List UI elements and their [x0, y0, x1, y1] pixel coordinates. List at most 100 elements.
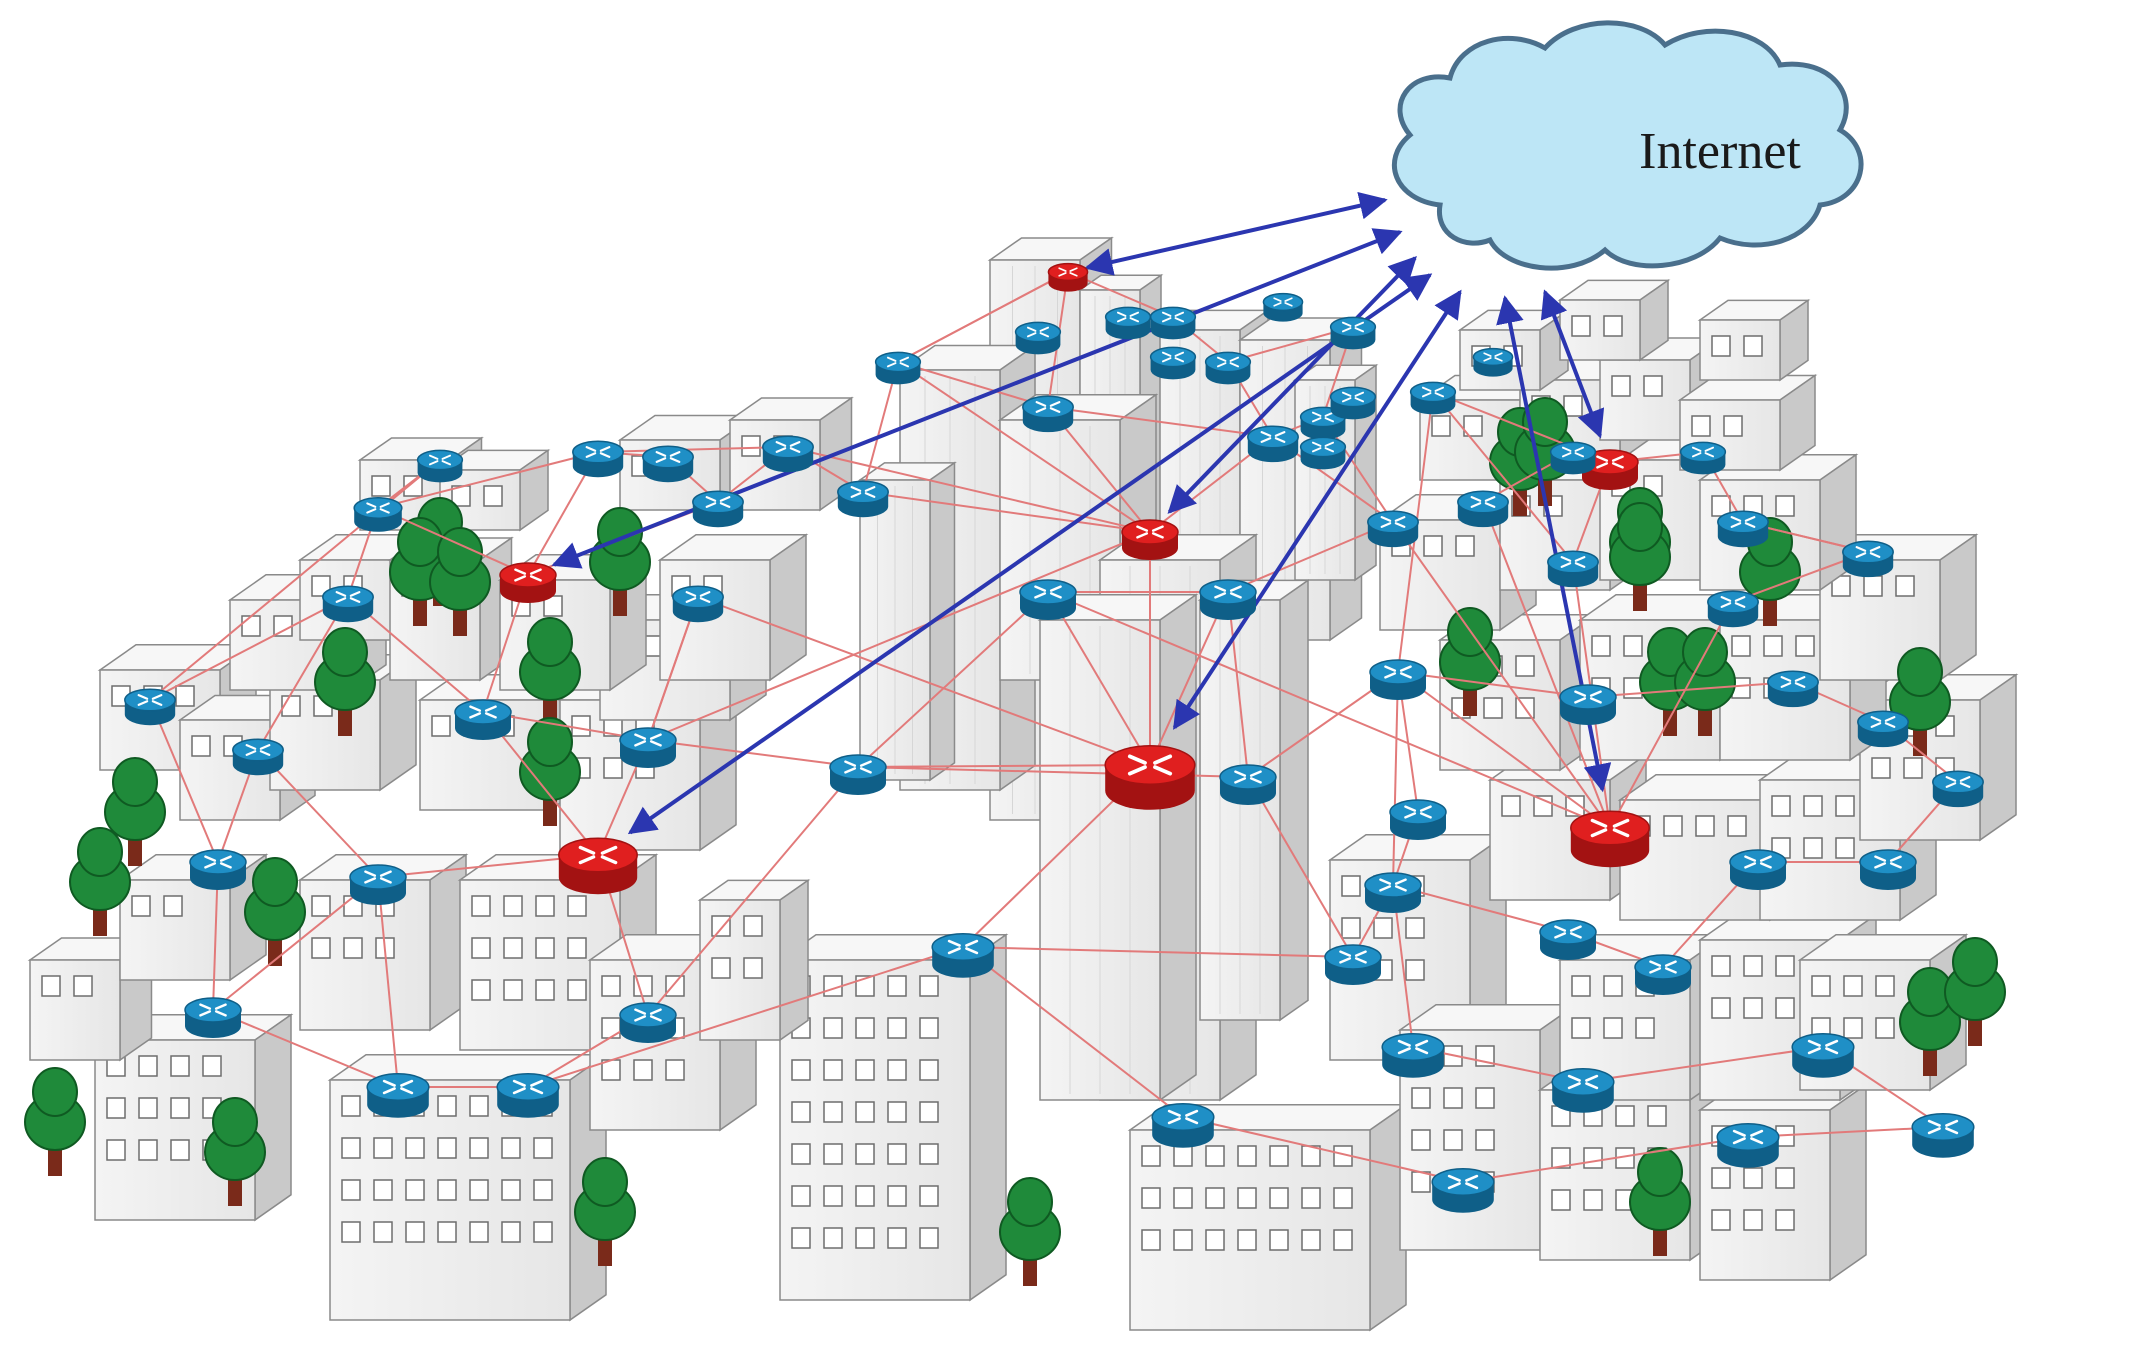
- mesh-router-icon: [189, 849, 247, 890]
- gateway-router-icon: [1581, 449, 1639, 490]
- internet-link-arrow: [1540, 289, 1605, 439]
- mesh-router-icon: [416, 449, 464, 483]
- cloud-icon: [1391, 20, 1864, 271]
- mesh-router-icon: [1262, 292, 1304, 322]
- tree-icon: [1629, 1147, 1691, 1256]
- gateway-router-icon: [1104, 745, 1196, 810]
- mesh-router-icon: [762, 435, 814, 473]
- internet-cloud: Internet: [1391, 20, 1864, 271]
- building: [1127, 1103, 1409, 1332]
- mesh-router-icon: [1431, 1168, 1495, 1213]
- mesh-router-icon: [1932, 770, 1984, 808]
- mesh-link: [149, 699, 219, 863]
- mesh-router-icon: [1457, 490, 1509, 528]
- mesh-link: [962, 946, 1354, 958]
- mesh-link: [257, 749, 379, 878]
- mesh-router-icon: [124, 688, 176, 726]
- mesh-router-icon: [1559, 684, 1617, 725]
- gateway-router-icon: [1047, 262, 1089, 292]
- mesh-router-icon: [1791, 1033, 1855, 1078]
- mesh-router-icon: [1767, 670, 1819, 708]
- building: [1677, 374, 1818, 472]
- mesh-router-icon: [1634, 954, 1692, 995]
- mesh-router-icon: [1539, 919, 1597, 960]
- buildings-layer: [27, 236, 2019, 1332]
- tree-icon: [519, 617, 581, 726]
- tree-icon: [999, 1177, 1061, 1286]
- mesh-router-icon: [349, 864, 407, 905]
- tree-icon: [1944, 937, 2006, 1046]
- mesh-link: [1609, 601, 1734, 829]
- mesh-router-icon: [1364, 872, 1422, 913]
- mesh-router-icon: [1219, 764, 1277, 805]
- tree-icon: [519, 717, 581, 826]
- routers-layer: [124, 262, 1984, 1213]
- gateway-router-icon: [1121, 519, 1179, 560]
- mesh-router-icon: [1716, 1123, 1780, 1168]
- mesh-router-icon: [1472, 347, 1514, 377]
- mesh-router-icon: [1729, 849, 1787, 890]
- mesh-router-icon: [1911, 1113, 1975, 1158]
- mesh-router-icon: [1014, 321, 1062, 355]
- mesh-router-icon: [1707, 590, 1759, 628]
- mesh-router-icon: [672, 585, 724, 623]
- mesh-link: [1462, 1136, 1749, 1183]
- internet-label: Internet: [1639, 123, 1801, 180]
- gateway-router-icon: [1570, 810, 1650, 868]
- mesh-router-icon: [1717, 510, 1769, 548]
- mesh-router-icon: [1299, 436, 1347, 470]
- building: [1817, 533, 1979, 682]
- mesh-router-icon: [184, 997, 242, 1038]
- mesh-link: [212, 876, 379, 1011]
- building: [697, 878, 811, 1042]
- mesh-router-icon: [1381, 1033, 1445, 1078]
- mesh-router-icon: [454, 699, 512, 740]
- mesh-router-icon: [829, 754, 887, 795]
- mesh-router-icon: [837, 480, 889, 518]
- mesh-router-icon: [1247, 425, 1299, 463]
- tree-icon: [1899, 967, 1961, 1076]
- mesh-router-icon: [1549, 441, 1597, 475]
- mesh-router-icon: [1149, 346, 1197, 380]
- mesh-router-icon: [1149, 306, 1197, 340]
- mesh-router-icon: [874, 351, 922, 385]
- mesh-router-icon: [1204, 351, 1252, 385]
- mesh-router-icon: [1324, 944, 1382, 985]
- mesh-router-icon: [496, 1073, 560, 1118]
- mesh-router-icon: [1679, 441, 1727, 475]
- mesh-router-icon: [1547, 550, 1599, 588]
- mesh-router-icon: [572, 440, 624, 478]
- mesh-router-icon: [1329, 316, 1377, 350]
- mesh-link: [377, 507, 529, 576]
- tree-icon: [24, 1067, 86, 1176]
- mesh-router-icon: [1842, 540, 1894, 578]
- building: [1697, 1083, 1869, 1282]
- mesh-router-icon: [1329, 386, 1377, 420]
- internet-link-arrow: [1172, 289, 1462, 730]
- gateway-router-icon: [499, 562, 557, 603]
- mesh-link: [257, 596, 349, 751]
- mesh-router-icon: [1551, 1068, 1615, 1113]
- mesh-link: [1587, 681, 1794, 698]
- mesh-link: [212, 1009, 399, 1088]
- tree-icon: [244, 857, 306, 966]
- mesh-link: [1582, 1046, 1824, 1083]
- tree-icon: [69, 827, 131, 936]
- mesh-link: [527, 946, 964, 1088]
- tree-icon: [574, 1157, 636, 1266]
- building: [1697, 298, 1811, 382]
- tree-icon: [1609, 502, 1671, 611]
- mesh-link: [149, 596, 349, 701]
- building: [1557, 278, 1671, 362]
- mesh-router-icon: [1019, 579, 1077, 620]
- mesh-router-icon: [232, 738, 284, 776]
- mesh-router-icon: [619, 727, 677, 768]
- mesh-router-icon: [1409, 381, 1457, 415]
- mesh-router-icon: [642, 445, 694, 483]
- mesh-link: [377, 876, 399, 1088]
- mesh-router-icon: [692, 490, 744, 528]
- tree-icon: [104, 757, 166, 866]
- mesh-router-icon: [1151, 1103, 1215, 1148]
- mesh-link: [962, 946, 1184, 1118]
